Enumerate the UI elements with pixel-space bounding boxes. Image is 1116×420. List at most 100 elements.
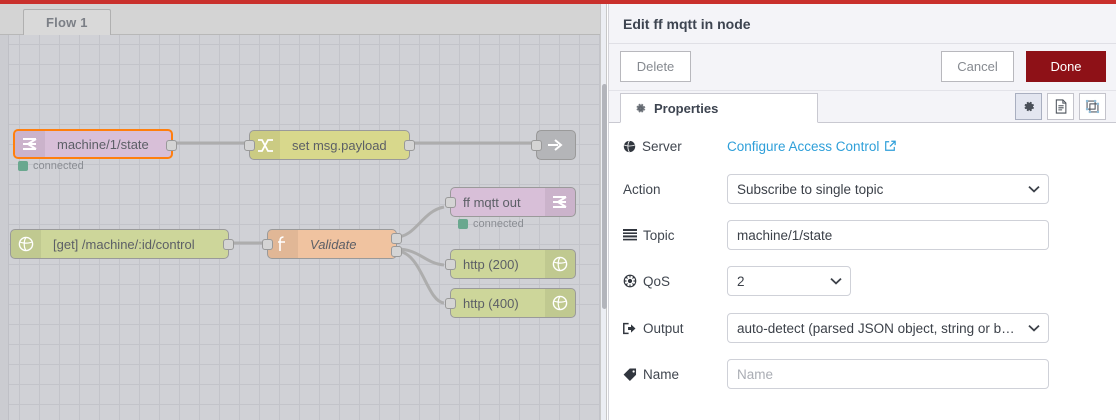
flow-node-http-200[interactable]: http (200) [445,249,576,279]
field-control-output: auto-detect (parsed JSON object, string … [727,313,1103,343]
mqtt-icon [545,188,575,216]
field-row-action: Action Subscribe to single topic [623,174,1103,204]
field-label-text: Name [643,366,680,382]
tag-icon [623,368,637,381]
node-output-port[interactable] [404,140,415,151]
flow-node-label: machine/1/state [57,136,149,152]
field-label-action: Action [623,182,727,197]
status-dot [458,219,468,229]
status-text: connected [473,218,524,230]
properties-form: Server Configure Access Control Action [609,123,1116,420]
node-input-port[interactable] [244,140,255,151]
flow-node-label: http (200) [463,256,519,272]
flow-node-http-400[interactable]: http (400) [445,288,576,318]
gear-icon[interactable] [1015,93,1042,120]
qos-select[interactable]: 2 [727,266,851,296]
node-output-port-2[interactable] [391,246,402,257]
field-label-name: Name [623,367,727,382]
tab-underline [609,122,1116,123]
node-input-port[interactable] [445,298,456,309]
top-accent-bar [0,0,1116,4]
edit-node-panel: Edit ff mqtt in node Delete Cancel Done … [608,4,1116,420]
function-icon [268,230,298,258]
done-button[interactable]: Done [1026,51,1106,82]
flow-node-label: set msg.payload [292,137,387,153]
flow-node-mqtt-out[interactable]: ff mqtt out [445,187,576,217]
field-row-name: Name [623,359,1103,389]
scrollbar-thumb[interactable] [602,84,607,309]
flow-tab-flow-1[interactable]: Flow 1 [23,9,111,35]
tab-properties[interactable]: Properties [620,93,818,123]
field-control-action: Subscribe to single topic [727,174,1103,204]
node-output-port-1[interactable] [391,233,402,244]
flow-node-label: ff mqtt out [463,194,521,210]
appearance-icon[interactable] [1079,93,1106,120]
flow-node-label: Validate [310,236,357,252]
flow-tab-label: Flow 1 [46,15,88,30]
qos-icon [623,274,637,288]
flow-node-label: http (400) [463,295,519,311]
canvas-gutter [0,35,9,420]
field-label-output: Output [623,321,727,336]
globe-icon [623,140,636,153]
flow-tab-bar: Flow 1 [0,4,600,35]
field-label-server: Server [623,139,727,154]
output-arrow-icon [623,322,637,335]
name-input[interactable] [727,359,1049,389]
field-label-text: Topic [643,227,675,243]
field-row-server: Server Configure Access Control [623,131,1103,161]
panel-scrollbar[interactable] [600,4,607,420]
panel-title: Edit ff mqtt in node [623,16,751,32]
flow-node-mqtt-in[interactable]: machine/1/state [13,129,177,159]
tab-properties-label: Properties [654,100,719,116]
action-select[interactable]: Subscribe to single topic [727,174,1049,204]
cancel-button[interactable]: Cancel [941,51,1014,82]
configure-access-control-link[interactable]: Configure Access Control [727,138,897,154]
node-input-port[interactable] [262,239,273,250]
node-output-port[interactable] [223,239,234,250]
flow-node-status-mqtt-in: connected [18,160,84,172]
flow-node-function[interactable]: Validate [262,229,402,259]
status-text: connected [33,160,84,172]
node-output-port[interactable] [166,140,177,151]
globe-icon [545,250,575,278]
flow-node-http-in[interactable]: [get] /machine/:id/control [10,229,234,259]
panel-tab-strip: Properties [609,91,1116,123]
delete-button[interactable]: Delete [620,51,691,82]
field-control-name [727,359,1103,389]
mqtt-icon [15,131,45,157]
flow-node-label: [get] /machine/:id/control [53,236,195,252]
output-select[interactable]: auto-detect (parsed JSON object, string … [727,313,1049,343]
field-label-text: Output [643,320,684,336]
debug-icon [537,131,575,159]
flow-node-status-mqtt-out: connected [458,218,524,230]
field-label-topic: Topic [623,228,727,243]
field-label-qos: QoS [623,274,727,289]
field-row-topic: Topic [623,220,1103,250]
panel-header-divider [609,43,1116,44]
field-label-text: Action [623,181,661,197]
gear-icon [634,102,647,115]
panel-button-row: Delete Cancel Done [609,44,1116,90]
list-icon [623,229,637,241]
node-input-port[interactable] [445,259,456,270]
node-input-port[interactable] [445,197,456,208]
globe-icon [11,230,41,258]
node-input-port[interactable] [531,140,542,151]
field-control-server: Configure Access Control [727,139,1103,154]
field-row-output: Output auto-detect (parsed JSON object, … [623,313,1103,343]
field-row-qos: QoS 2 [623,266,1103,296]
link-text: Configure Access Control [727,138,880,154]
panel-button-divider [609,90,1116,91]
topic-input[interactable] [727,220,1049,250]
flow-canvas[interactable] [0,35,600,420]
flow-node-change[interactable]: set msg.payload [244,130,415,160]
field-label-text: Server [642,138,682,154]
change-icon [250,131,280,159]
description-icon[interactable] [1047,93,1074,120]
field-control-topic [727,220,1103,250]
flow-node-debug[interactable] [531,130,576,160]
flow-editor-pane: Flow 1 machine/1/state [0,4,600,420]
status-dot [18,161,28,171]
